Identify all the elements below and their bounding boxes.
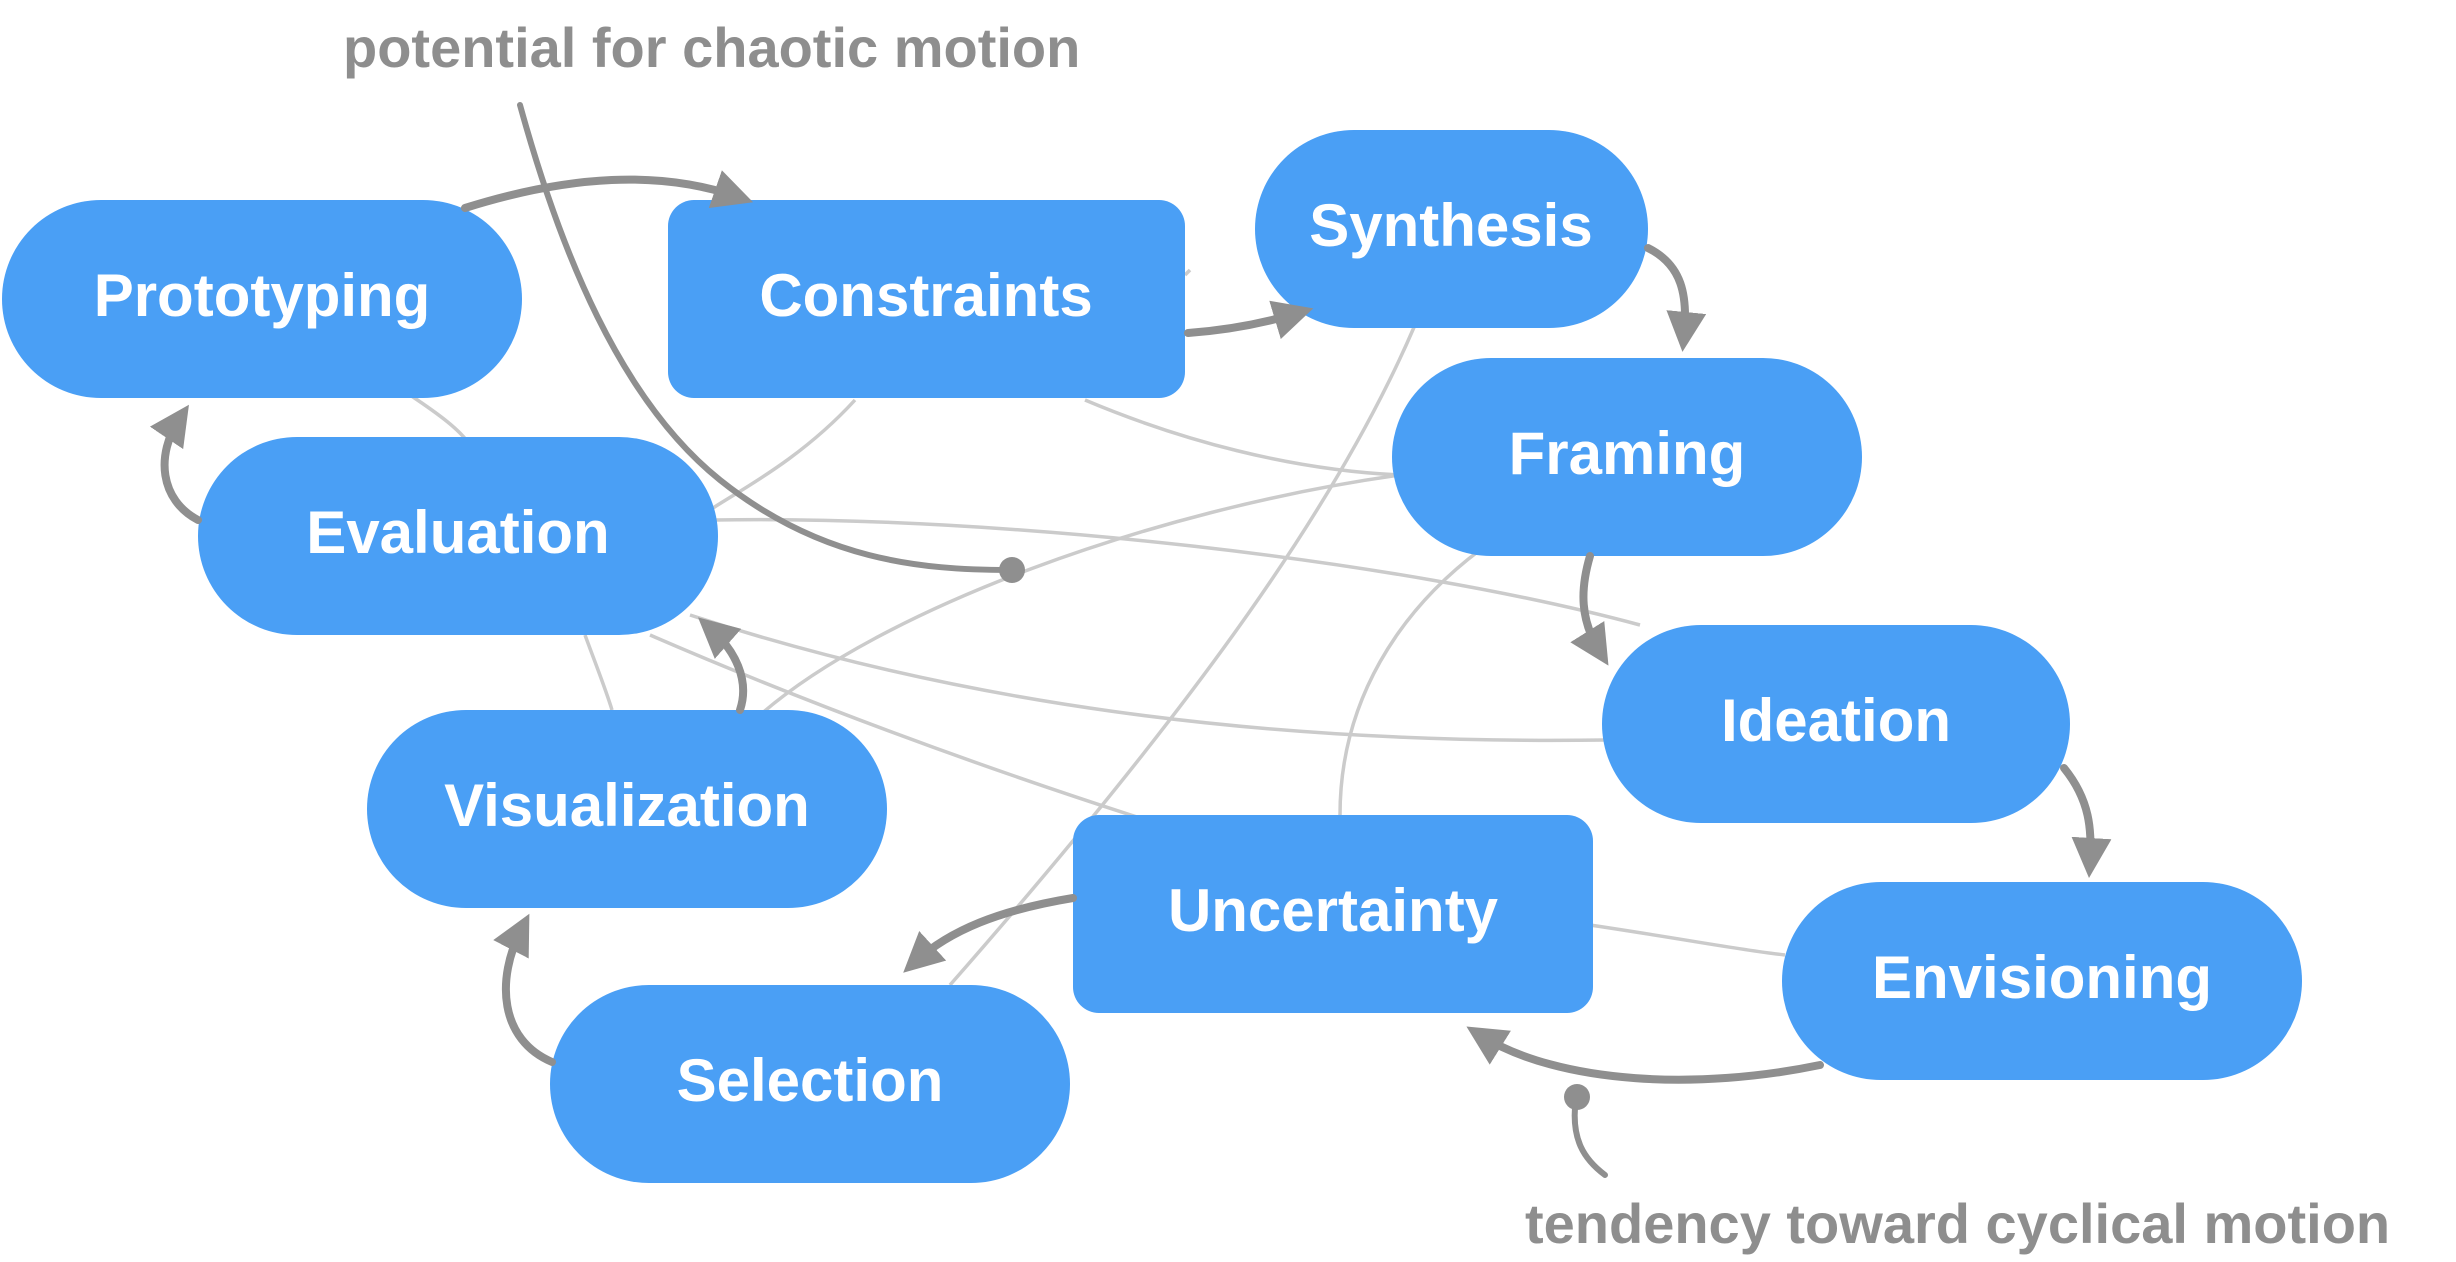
pointer-chaotic-motion [517,102,1013,573]
arrow-selection-to-visualization [493,913,556,1066]
arrow-prototyping-to-constraints [461,170,754,212]
annotation-cyclical-motion: tendency toward cyclical motion [1525,1192,2390,1255]
node-envisioning[interactable]: Envisioning [1782,882,2302,1080]
node-label-uncertainty: Uncertainty [1168,877,1499,944]
arrow-uncertainty-to-selection [903,894,1077,973]
link-constraints-framing [1084,398,1401,477]
link-synthesis-selection [948,324,1417,987]
pointer-cyclical-motion [1571,1095,1608,1178]
thin-connections [409,268,1786,987]
node-label-evaluation: Evaluation [306,499,609,566]
link-framing-uncertainty [1338,548,1482,816]
link-evaluation-uncertainty [649,633,1141,820]
node-ideation[interactable]: Ideation [1602,625,2070,823]
link-evaluation-visualization [583,634,614,711]
node-constraints[interactable]: Constraints [668,200,1185,398]
node-label-visualization: Visualization [444,772,810,839]
annotation-chaotic-motion: potential for chaotic motion [343,16,1080,79]
node-label-selection: Selection [677,1047,944,1114]
node-synthesis[interactable]: Synthesis [1255,130,1648,328]
node-label-envisioning: Envisioning [1872,944,2212,1011]
node-label-synthesis: Synthesis [1309,192,1592,259]
link-framing-visualization [758,473,1401,717]
arrow-constraints-to-synthesis [1184,300,1314,340]
node-label-framing: Framing [1509,420,1746,487]
node-label-constraints: Constraints [759,262,1092,329]
flow-arrows [149,170,2112,1084]
arrow-visualization-to-evaluation [697,617,748,714]
node-label-ideation: Ideation [1721,687,1951,754]
node-label-prototyping: Prototyping [94,262,431,329]
link-uncertainty-envisioning [1589,923,1786,957]
node-prototyping[interactable]: Prototyping [2,200,522,398]
link-constraints-evaluation [709,398,857,512]
node-evaluation[interactable]: Evaluation [198,437,718,635]
pointer-dot-chaotic [999,557,1025,583]
link-evaluation-ideation [714,517,1641,627]
arrow-envisioning-to-uncertainty [1466,1026,1824,1084]
arrow-evaluation-to-prototyping [149,404,202,524]
node-selection[interactable]: Selection [550,985,1070,1183]
link-constraints-synthesis-tick [1183,268,1192,277]
node-framing[interactable]: Framing [1392,358,1862,556]
arrow-framing-to-ideation [1570,552,1609,666]
annotation-pointers [517,102,1608,1178]
node-visualization[interactable]: Visualization [367,710,887,908]
arrow-ideation-to-envisioning [2060,764,2112,878]
arrow-synthesis-to-framing [1644,244,1707,352]
link-ideation-evaluation-long [689,613,1606,743]
node-uncertainty[interactable]: Uncertainty [1073,815,1593,1013]
pointer-dot-cyclical [1564,1084,1590,1110]
